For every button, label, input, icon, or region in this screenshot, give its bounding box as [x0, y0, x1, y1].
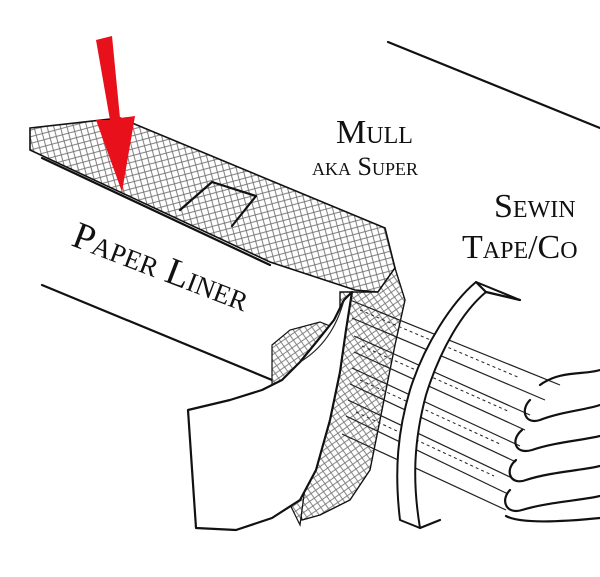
tape-cord-label: Tape/Co [462, 229, 578, 266]
sewing-label: Sewin [494, 188, 576, 225]
sewing-tape [396, 281, 522, 530]
paper-liner [186, 290, 354, 532]
mull-aka-label: aka Super [312, 152, 418, 181]
book-board [40, 40, 600, 382]
red-arrow-icon [96, 36, 135, 192]
signature-spine [504, 368, 600, 523]
mull-label: Mull [336, 114, 413, 151]
